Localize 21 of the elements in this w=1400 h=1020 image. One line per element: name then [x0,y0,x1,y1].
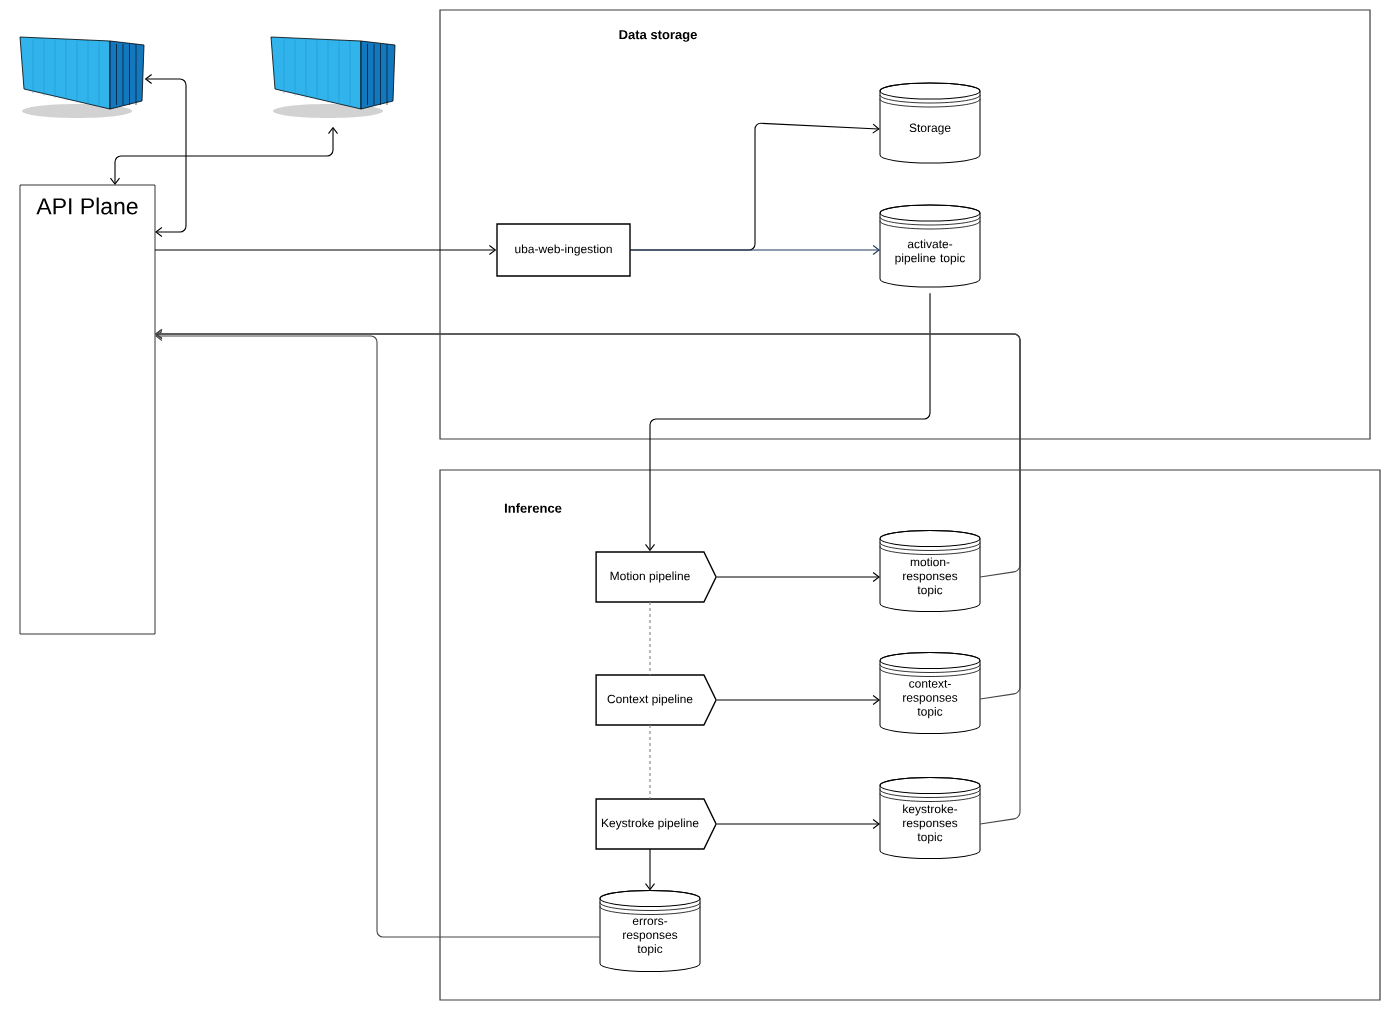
arrow [109,126,339,185]
arrow [644,292,931,552]
process-box: uba-web-ingestion [496,223,631,277]
arrow [630,244,880,256]
topic-cylinder: Storage [879,82,981,164]
topic-cylinder: keystroke-responses topic [879,777,981,859]
arrow [716,818,880,830]
arrow [155,330,601,938]
arrow [155,328,1021,825]
arrow [144,73,187,238]
topic-cylinder: activate-pipeline topic [879,204,981,288]
container-drawing [19,36,145,118]
arrow [716,571,880,583]
topic-cylinder: motion-responses topic [879,530,981,612]
container-drawing [270,36,396,118]
topic-cylinder: errors-responses topic [599,890,701,972]
topic-cylinder: context-responses topic [879,652,981,734]
arrow [644,848,656,891]
arrow [154,244,497,256]
api-plane-box: API Plane [19,184,156,635]
arrow [716,694,880,706]
